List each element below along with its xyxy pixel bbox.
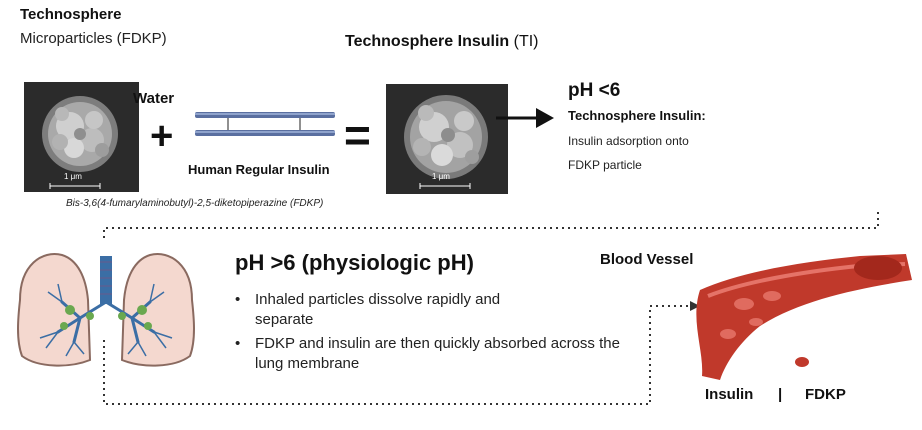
- fdkp-particle-micrograph: [24, 82, 139, 192]
- ti-description-line: Insulin adsorption onto: [568, 134, 689, 148]
- bullet-item: • Inhaled particles dissolve rapidly and …: [235, 290, 565, 330]
- bullet-marker: •: [235, 335, 241, 352]
- dotted-connector: [103, 212, 879, 405]
- plus-sign: +: [150, 114, 174, 158]
- lungs-illustration: [17, 253, 195, 367]
- microparticles-subtitle: Microparticles (FDKP): [20, 30, 167, 47]
- scale-bar-label: 1 μm: [432, 172, 450, 181]
- bullet-text: FDKP and insulin are then quickly absorb…: [255, 335, 620, 372]
- fdkp-fullname-caption: Bis-3,6(4-fumarylaminobutyl)-2,5-diketop…: [66, 198, 324, 209]
- ph-low-title: pH <6: [568, 80, 621, 101]
- insulin-molecule-icon: [195, 112, 335, 136]
- water-label: Water: [133, 90, 175, 107]
- ti-title-suffix: (TI): [509, 33, 539, 50]
- connector-arrowhead: [690, 301, 700, 311]
- label-separator: |: [778, 386, 783, 403]
- bullet-item: • FDKP and insulin are then quickly absor…: [235, 334, 635, 374]
- technosphere-title: Technosphere: [20, 6, 122, 23]
- ph-high-title: pH >6 (physiologic pH): [235, 250, 474, 275]
- bullet-marker: •: [235, 291, 241, 308]
- ti-description-line: FDKP particle: [568, 158, 642, 172]
- fdkp-label: FDKP: [805, 386, 846, 403]
- bullet-text: Inhaled particles dissolve rapidly and s…: [255, 291, 501, 328]
- equals-sign: =: [344, 109, 371, 161]
- blood-vessel-illustration: [696, 254, 912, 380]
- ti-particle-micrograph: [386, 84, 508, 194]
- ti-title: Technosphere Insulin (TI): [345, 33, 539, 51]
- insulin-label: Insulin: [705, 386, 754, 403]
- blood-vessel-label: Blood Vessel: [600, 251, 694, 268]
- ti-heading: Technosphere Insulin:: [568, 108, 706, 123]
- ti-title-bold: Technosphere Insulin: [345, 33, 510, 50]
- human-regular-insulin-label: Human Regular Insulin: [188, 162, 330, 177]
- right-arrow-icon: [496, 108, 554, 128]
- scale-bar-label: 1 μm: [64, 172, 82, 181]
